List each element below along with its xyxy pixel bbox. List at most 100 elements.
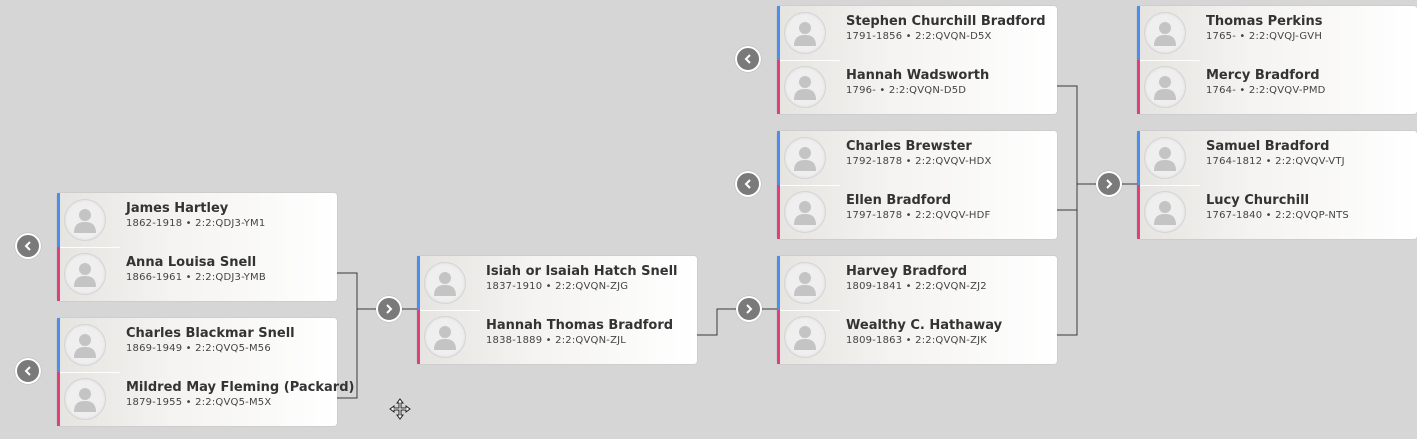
person-name: Wealthy C. Hathaway xyxy=(846,318,1003,333)
person-lifespan-id: 1837-1910 • 2:2:QVQN-ZJG xyxy=(486,281,629,292)
person-name: Mildred May Fleming (Packard) xyxy=(126,380,355,395)
person-card-father[interactable]: James Hartley 1862-1918 • 2:2:QDJ3-YM1 xyxy=(57,193,337,247)
gender-bar-female xyxy=(777,310,780,364)
chevron-right-icon xyxy=(746,304,753,314)
person-name: Mercy Bradford xyxy=(1206,68,1320,83)
person-card-father[interactable]: Isiah or Isaiah Hatch Snell 1837-1910 • … xyxy=(417,256,697,310)
gender-bar-female xyxy=(57,372,60,426)
person-name: James Hartley xyxy=(126,201,229,216)
person-card-mother[interactable]: Hannah Thomas Bradford 1838-1889 • 2:2:Q… xyxy=(417,310,697,364)
gender-bar-male xyxy=(777,256,780,310)
person-name: Harvey Bradford xyxy=(846,264,968,279)
person-card-father[interactable]: Samuel Bradford 1764-1812 • 2:2:QVQV-VTJ xyxy=(1137,131,1417,185)
person-card-mother[interactable]: Ellen Bradford 1797-1878 • 2:2:QVQV-HDF xyxy=(777,185,1057,239)
person-name: Hannah Wadsworth xyxy=(846,68,990,83)
gender-bar-female xyxy=(777,185,780,239)
gender-bar-male xyxy=(777,131,780,185)
person-lifespan-id: 1869-1949 • 2:2:QVQ5-M56 xyxy=(126,343,271,354)
gender-bar-male xyxy=(57,318,60,372)
person-lifespan-id: 1767-1840 • 2:2:QVQP-NTS xyxy=(1206,210,1349,221)
person-card-mother[interactable]: Mildred May Fleming (Packard) 1879-1955 … xyxy=(57,372,354,426)
gender-bar-female xyxy=(1137,185,1140,239)
person-card-father[interactable]: Charles Brewster 1792-1878 • 2:2:QVQV-HD… xyxy=(777,131,1057,185)
person-silhouette-icon xyxy=(784,12,826,54)
person-name: Ellen Bradford xyxy=(846,193,952,208)
person-card-mother[interactable]: Mercy Bradford 1764- • 2:2:QVQV-PMD xyxy=(1137,60,1417,114)
gender-bar-male xyxy=(57,193,60,247)
person-silhouette-icon xyxy=(784,137,826,179)
divider xyxy=(780,60,840,61)
expand-ancestors-button[interactable] xyxy=(1096,171,1122,197)
expand-descendants-button[interactable] xyxy=(15,358,41,384)
person-name: Anna Louisa Snell xyxy=(126,255,257,270)
expand-ancestors-button[interactable] xyxy=(376,296,402,322)
expand-ancestors-button[interactable] xyxy=(736,296,762,322)
chevron-left-icon xyxy=(24,366,31,376)
person-silhouette-icon xyxy=(424,316,466,358)
couple-card: Charles Brewster 1792-1878 • 2:2:QVQV-HD… xyxy=(777,131,1057,239)
person-name: Isiah or Isaiah Hatch Snell xyxy=(486,264,678,279)
person-card-mother[interactable]: Hannah Wadsworth 1796- • 2:2:QVQN-D5D xyxy=(777,60,1057,114)
gender-bar-male xyxy=(1137,131,1140,185)
divider xyxy=(1140,185,1200,186)
person-silhouette-icon xyxy=(64,324,106,366)
divider xyxy=(60,247,120,248)
person-lifespan-id: 1862-1918 • 2:2:QDJ3-YM1 xyxy=(126,218,266,229)
person-lifespan-id: 1879-1955 • 2:2:QVQ5-M5X xyxy=(126,397,272,408)
person-lifespan-id: 1838-1889 • 2:2:QVQN-ZJL xyxy=(486,335,627,346)
person-card-mother[interactable]: Anna Louisa Snell 1866-1961 • 2:2:QDJ3-Y… xyxy=(57,247,337,301)
gender-bar-male xyxy=(777,6,780,60)
move-cursor-icon xyxy=(389,398,411,420)
person-silhouette-icon xyxy=(1144,66,1186,108)
couple-card: Thomas Perkins 1765- • 2:2:QVQJ-GVH Merc… xyxy=(1137,6,1417,114)
person-silhouette-icon xyxy=(64,253,106,295)
person-silhouette-icon xyxy=(784,316,826,358)
divider xyxy=(420,310,480,311)
person-lifespan-id: 1809-1841 • 2:2:QVQN-ZJ2 xyxy=(846,281,987,292)
gender-bar-female xyxy=(417,310,420,364)
chevron-right-icon xyxy=(1106,179,1113,189)
couple-card: Charles Blackmar Snell 1869-1949 • 2:2:Q… xyxy=(57,318,354,426)
chevron-left-icon xyxy=(744,179,751,189)
person-silhouette-icon xyxy=(64,199,106,241)
chevron-left-icon xyxy=(744,54,751,64)
person-card-father[interactable]: Charles Blackmar Snell 1869-1949 • 2:2:Q… xyxy=(57,318,337,372)
person-lifespan-id: 1809-1863 • 2:2:QVQN-ZJK xyxy=(846,335,988,346)
couple-card: Samuel Bradford 1764-1812 • 2:2:QVQV-VTJ… xyxy=(1137,131,1417,239)
person-card-father[interactable]: Harvey Bradford 1809-1841 • 2:2:QVQN-ZJ2 xyxy=(777,256,1057,310)
person-name: Hannah Thomas Bradford xyxy=(486,318,674,333)
person-card-father[interactable]: Thomas Perkins 1765- • 2:2:QVQJ-GVH xyxy=(1137,6,1417,60)
person-silhouette-icon xyxy=(424,262,466,304)
person-silhouette-icon xyxy=(64,378,106,420)
gender-bar-male xyxy=(417,256,420,310)
divider xyxy=(780,310,840,311)
divider xyxy=(1140,60,1200,61)
expand-descendants-button[interactable] xyxy=(735,171,761,197)
expand-descendants-button[interactable] xyxy=(15,233,41,259)
person-lifespan-id: 1764-1812 • 2:2:QVQV-VTJ xyxy=(1206,156,1345,167)
couple-card: Isiah or Isaiah Hatch Snell 1837-1910 • … xyxy=(417,256,697,364)
person-name: Charles Brewster xyxy=(846,139,972,154)
person-silhouette-icon xyxy=(784,262,826,304)
person-name: Thomas Perkins xyxy=(1206,14,1323,29)
person-card-father[interactable]: Stephen Churchill Bradford 1791-1856 • 2… xyxy=(777,6,1057,60)
person-lifespan-id: 1796- • 2:2:QVQN-D5D xyxy=(846,85,967,96)
person-silhouette-icon xyxy=(1144,12,1186,54)
gender-bar-female xyxy=(1137,60,1140,114)
person-silhouette-icon xyxy=(1144,137,1186,179)
person-card-mother[interactable]: Lucy Churchill 1767-1840 • 2:2:QVQP-NTS xyxy=(1137,185,1417,239)
chevron-left-icon xyxy=(24,241,31,251)
divider xyxy=(60,372,120,373)
expand-descendants-button[interactable] xyxy=(735,46,761,72)
person-silhouette-icon xyxy=(784,66,826,108)
couple-card: Harvey Bradford 1809-1841 • 2:2:QVQN-ZJ2… xyxy=(777,256,1057,364)
chevron-right-icon xyxy=(386,304,393,314)
person-lifespan-id: 1765- • 2:2:QVQJ-GVH xyxy=(1206,31,1323,42)
couple-card: Stephen Churchill Bradford 1791-1856 • 2… xyxy=(777,6,1057,114)
person-name: Stephen Churchill Bradford xyxy=(846,14,1046,29)
person-card-mother[interactable]: Wealthy C. Hathaway 1809-1863 • 2:2:QVQN… xyxy=(777,310,1057,364)
person-silhouette-icon xyxy=(784,191,826,233)
gender-bar-male xyxy=(1137,6,1140,60)
gender-bar-female xyxy=(57,247,60,301)
person-lifespan-id: 1791-1856 • 2:2:QVQN-D5X xyxy=(846,31,992,42)
